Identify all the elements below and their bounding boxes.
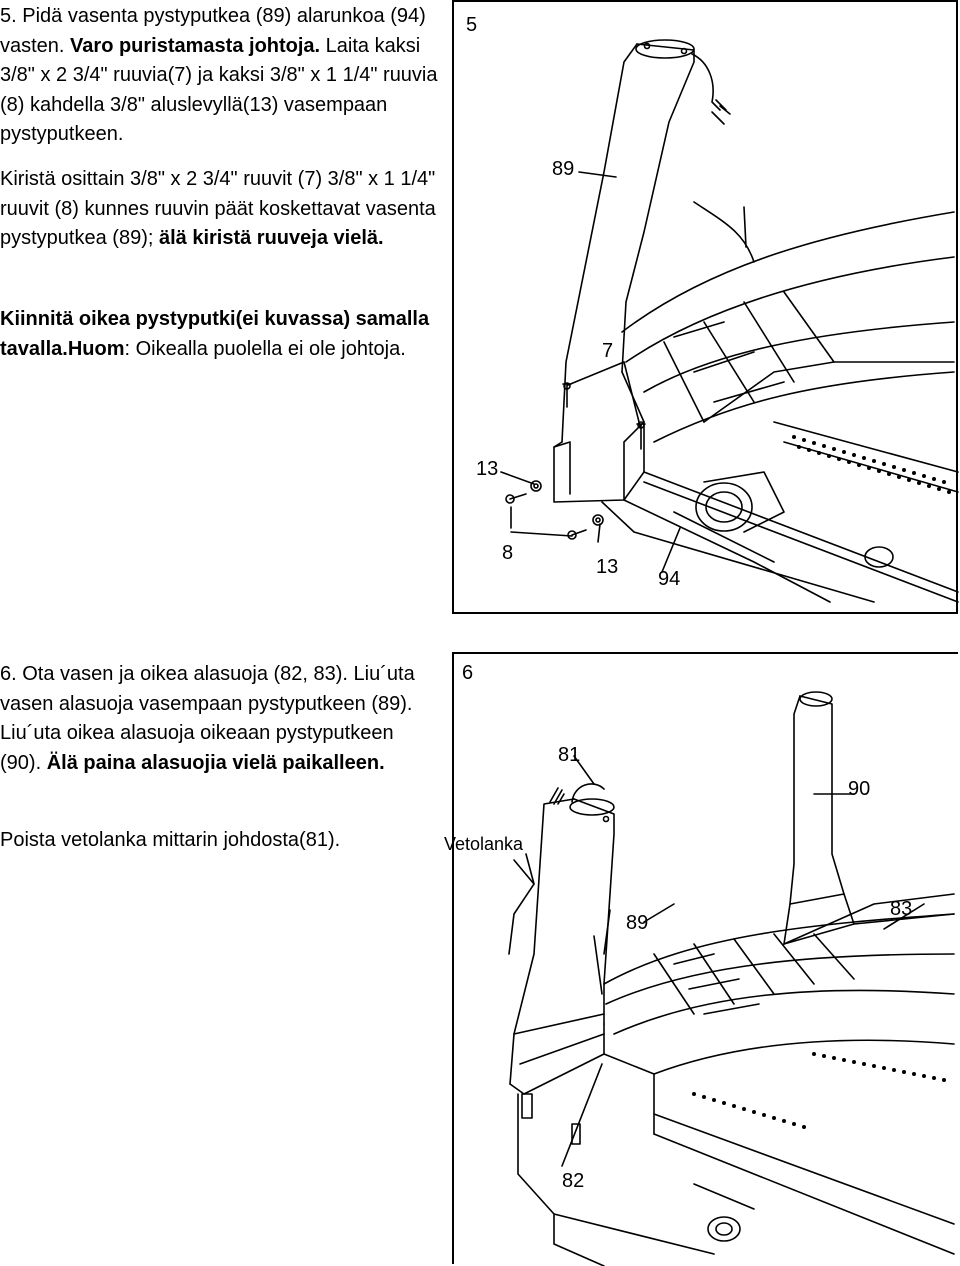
step5-instructions-3: Kiinnitä oikea pystyputki(ei kuvassa) sa… [0, 308, 430, 360]
step5-number: 5 [466, 14, 478, 36]
part-label-7: 7 [602, 340, 614, 362]
step6-instructions-2: Poista vetolanka mittarin johdosta(81). [0, 829, 341, 851]
part-label-13-top: 13 [476, 458, 499, 480]
step6-paragraph-2: Poista vetolanka mittarin johdosta(81). [0, 826, 440, 856]
step5-instructions-1: 5. Pidä vasenta pystyputkea (89) alarunk… [0, 5, 438, 145]
part-label-89: 89 [626, 912, 649, 934]
part-label-8: 8 [502, 542, 514, 564]
part-label-90: 90 [848, 778, 871, 800]
part-label-89: 89 [552, 158, 575, 180]
label-vetolanka: Vetolanka [444, 834, 524, 854]
step6-paragraph-1: 6. Ota vasen ja oikea alasuoja (82, 83).… [0, 660, 440, 778]
part-label-82: 82 [562, 1170, 585, 1192]
step6-instructions-1: 6. Ota vasen ja oikea alasuoja (82, 83).… [0, 663, 415, 774]
part-label-83: 83 [890, 898, 913, 920]
step5-figure: 5 89 7 13 8 13 94 [452, 0, 959, 614]
part-label-81: 81 [558, 744, 581, 766]
step5-illustration [500, 39, 959, 603]
step5-paragraph-3: Kiinnitä oikea pystyputki(ei kuvassa) sa… [0, 305, 440, 364]
part-label-13-bottom: 13 [596, 556, 619, 578]
part-label-94: 94 [658, 568, 681, 590]
step5-instructions-2: Kiristä osittain 3/8" x 2 3/4" ruuvit (7… [0, 168, 436, 249]
step6-figure: 6 81 90 Vetolanka 89 83 82 [444, 652, 958, 1266]
step6-number: 6 [462, 662, 474, 684]
step5-paragraph-2: Kiristä osittain 3/8" x 2 3/4" ruuvit (7… [0, 165, 440, 254]
step6-illustration [508, 691, 955, 1266]
step5-paragraph-1: 5. Pidä vasenta pystyputkea (89) alarunk… [0, 2, 440, 150]
